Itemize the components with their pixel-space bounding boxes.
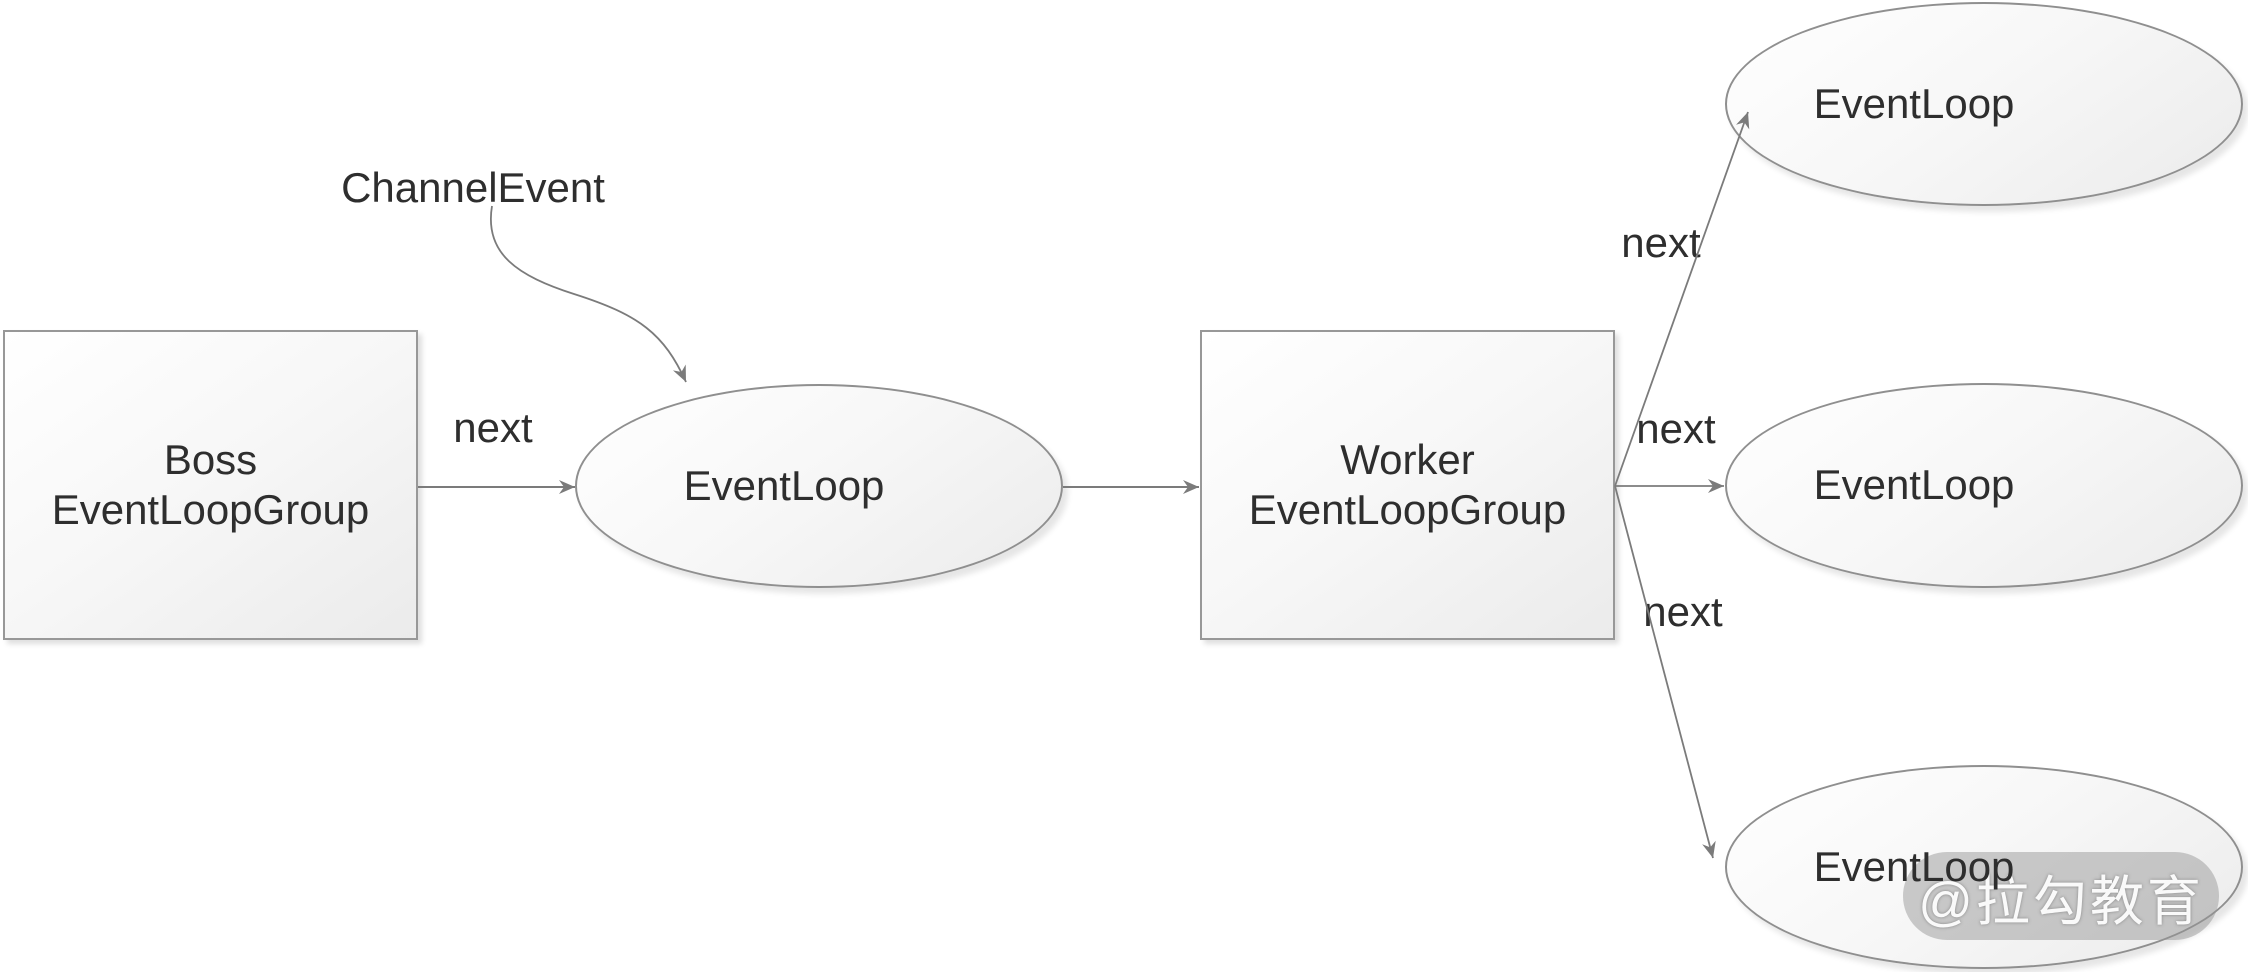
label-channel-event: ChannelEvent (341, 164, 605, 211)
node-eventloop-middle: EventLoop (1725, 383, 2243, 588)
arrow-channelevent-to-eventloop (489, 205, 687, 383)
label-next-bottom: next (1643, 588, 1723, 635)
node-eventloop-main-label: EventLoop (683, 461, 885, 509)
watermark-text: @拉勾教育 (1918, 871, 2204, 932)
watermark-badge: @拉勾教育 (1903, 852, 2219, 940)
node-eventloop-top-label: EventLoop (1813, 79, 2015, 127)
node-eventloop-bottom: EventLoop (1725, 765, 2243, 969)
node-eventloop-bottom-label: EventLoop (1813, 842, 2015, 890)
node-worker-label-line1: Worker (1340, 435, 1475, 483)
label-next-boss: next (453, 404, 533, 451)
node-boss-eventloopgroup: Boss EventLoopGroup (3, 330, 418, 640)
arrow-worker-to-eventloop-bottom (1614, 485, 1716, 859)
node-worker-eventloopgroup: Worker EventLoopGroup (1200, 330, 1615, 640)
node-worker-label-line2: EventLoopGroup (1248, 486, 1567, 533)
node-eventloop-top: EventLoop (1725, 2, 2243, 206)
label-next-middle: next (1636, 405, 1716, 452)
node-eventloop-main: EventLoop (575, 384, 1063, 588)
node-eventloop-middle-label: EventLoop (1813, 461, 2015, 509)
label-next-top: next (1621, 219, 1701, 266)
node-worker-label: Worker EventLoopGroup (1249, 435, 1567, 536)
node-boss-label: Boss EventLoopGroup (51, 435, 370, 533)
